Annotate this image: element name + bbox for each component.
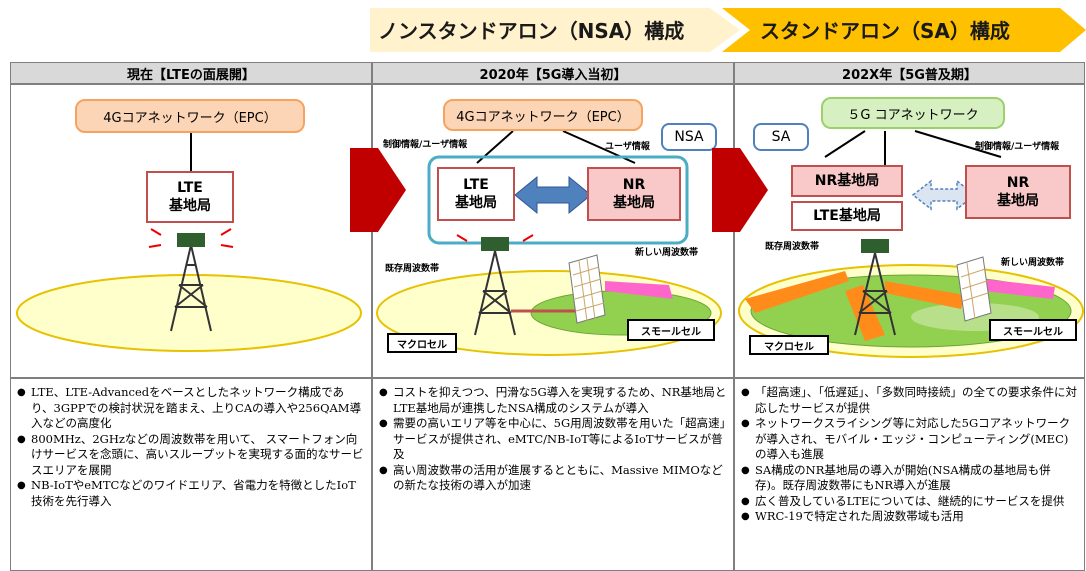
bullet: ネットワークスライシング等に対応した5Gコアネットワークが導入され、モバイル・エ… xyxy=(741,416,1078,463)
bullet: NB-IoTやeMTCなどのワイドエリア、省電力を特徴としたIoT技術を先行導入 xyxy=(17,478,365,509)
bullet: WRC-19で特定された周波数帯域も活用 xyxy=(741,509,1078,525)
bullet: 広く普及しているLTEについては、継続的にサービスを提供 xyxy=(741,494,1078,510)
bullet: LTE、LTE-Advancedをベースとしたネットワーク構成であり、3GPPで… xyxy=(17,385,365,432)
small-cell-tag: スモールセル xyxy=(989,319,1077,341)
nr-base-station-left: NR基地局 xyxy=(791,165,903,197)
banner-sa: スタンドアロン（SA）構成 xyxy=(760,18,1010,43)
nr-base-station-right: NR 基地局 xyxy=(965,165,1071,219)
col2-header: 2020年【5G導入当初】 xyxy=(372,62,734,84)
bullet: 高い周波数帯の活用が進展するとともに、Massive MIMOなどの新たな技術の… xyxy=(379,463,727,494)
banner-nsa: ノンスタンドアロン（NSA）構成 xyxy=(378,18,685,43)
panel-sa: ５G コアネットワーク SA 制御情報/ユーザ情報 NR基地局 LTE基地局 N… xyxy=(734,84,1085,378)
tower-icon xyxy=(474,250,516,336)
tower-icon xyxy=(854,252,896,336)
nsa-callout: NSA xyxy=(661,123,717,151)
tower-icon xyxy=(170,244,212,332)
panel-current: 4Gコアネットワーク（EPC） LTE 基地局 xyxy=(10,84,372,378)
label-user: ユーザ情報 xyxy=(605,142,650,152)
lte-base-station: LTE基地局 xyxy=(791,201,903,231)
macro-cell-tag: マクロセル xyxy=(387,333,457,353)
label-existing-band: 既存周波数帯 xyxy=(765,242,820,252)
label-control-user: 制御情報/ユーザ情報 xyxy=(975,142,1060,152)
sa-callout: SA xyxy=(753,123,809,151)
arrow-right-icon xyxy=(712,148,768,232)
arrow-right-icon xyxy=(350,148,406,232)
lte-base-station: LTE 基地局 xyxy=(437,167,515,221)
panel-nsa: 4Gコアネットワーク（EPC） NSA 制御情報/ユーザ情報 ユーザ情報 LTE… xyxy=(372,84,734,378)
bullet: SA構成のNR基地局の導入が開始(NSA構成の基地局も併存)。既存周波数帯にもN… xyxy=(741,463,1078,494)
label-new-band: 新しい周波数帯 xyxy=(1001,258,1065,268)
core-network-5g: ５G コアネットワーク xyxy=(821,97,1005,129)
desc-current: LTE、LTE-Advancedをベースとしたネットワーク構成であり、3GPPで… xyxy=(10,378,372,571)
nr-base-station: NR 基地局 xyxy=(587,167,681,221)
bullet: 「超高速」、「低遅延」、「多数同時接続」の全ての要求条件に対応したサービスが提供 xyxy=(741,385,1078,416)
label-existing-band: 既存周波数帯 xyxy=(385,264,440,274)
banner-arrows xyxy=(370,8,1086,52)
col3-header: 202X年【5G普及期】 xyxy=(734,62,1085,84)
lte-base-station: LTE 基地局 xyxy=(146,171,234,223)
desc-sa: 「超高速」、「低遅延」、「多数同時接続」の全ての要求条件に対応したサービスが提供… xyxy=(734,378,1085,571)
bullet: コストを抑えつつ、円滑な5G導入を実現するため、NR基地局とLTE基地局が連携し… xyxy=(379,385,727,416)
macro-cell-tag: マクロセル xyxy=(749,335,829,355)
col1-header: 現在【LTEの面展開】 xyxy=(10,62,372,84)
label-control-user: 制御情報/ユーザ情報 xyxy=(383,140,468,150)
desc-nsa: コストを抑えつつ、円滑な5G導入を実現するため、NR基地局とLTE基地局が連携し… xyxy=(372,378,734,571)
bullet: 800MHz、2GHzなどの周波数帯を用いて、 スマートフォン向けサービスを念頭… xyxy=(17,432,365,479)
label-new-band: 新しい周波数帯 xyxy=(635,248,699,258)
panel1-graphics xyxy=(16,132,362,352)
bullet: 需要の高いエリア等を中心に、5G用周波数帯を用いた「超高速」サービスが提供され、… xyxy=(379,416,727,463)
core-network-epc: 4Gコアネットワーク（EPC） xyxy=(75,99,305,133)
core-network-epc: 4Gコアネットワーク（EPC） xyxy=(443,99,643,131)
small-cell-tag: スモールセル xyxy=(627,319,715,341)
